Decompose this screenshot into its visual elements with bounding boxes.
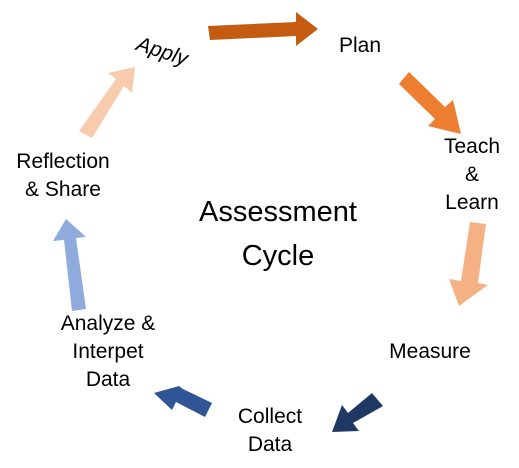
step-collect-data-label: Data: [247, 433, 293, 456]
step-reflection-share: Reflection & Share: [4, 148, 122, 204]
step-share-label: & Share: [25, 178, 101, 201]
arrow-measure-to-collect: [332, 393, 383, 432]
step-collect-data: Collect Data: [226, 403, 314, 459]
step-reflection-label: Reflection: [16, 150, 110, 173]
arrow-analyze-to-reflection: [53, 219, 86, 311]
arrow-teach-to-measure: [449, 222, 488, 306]
arrow-apply-to-plan: [208, 12, 318, 46]
step-analyze-label: Analyze &: [60, 312, 156, 335]
step-analyze-data: Analyze & Interpet Data: [46, 310, 170, 394]
step-collect-label: Collect: [237, 405, 303, 428]
step-learn-label: Learn: [445, 191, 499, 214]
step-measure: Measure: [380, 338, 480, 366]
step-teach-learn: Teach & Learn: [436, 133, 508, 217]
diagram-title-line2: Cycle: [241, 240, 315, 272]
arrow-reflection-to-apply: [79, 67, 135, 138]
step-teach-ampersand: &: [464, 163, 479, 186]
step-teach-label: Teach: [443, 135, 501, 158]
step-plan: Plan: [336, 32, 384, 60]
step-analyze-data-label: Data: [85, 368, 131, 391]
arrow-plan-to-teach: [399, 72, 461, 134]
diagram-title: Assessment Cycle: [178, 190, 378, 278]
arrow-collect-to-analyze: [154, 386, 212, 417]
diagram-title-line1: Assessment: [199, 196, 357, 228]
step-interpet-label: Interpet: [72, 340, 144, 363]
step-measure-label: Measure: [389, 340, 471, 363]
step-plan-label: Plan: [338, 34, 382, 57]
